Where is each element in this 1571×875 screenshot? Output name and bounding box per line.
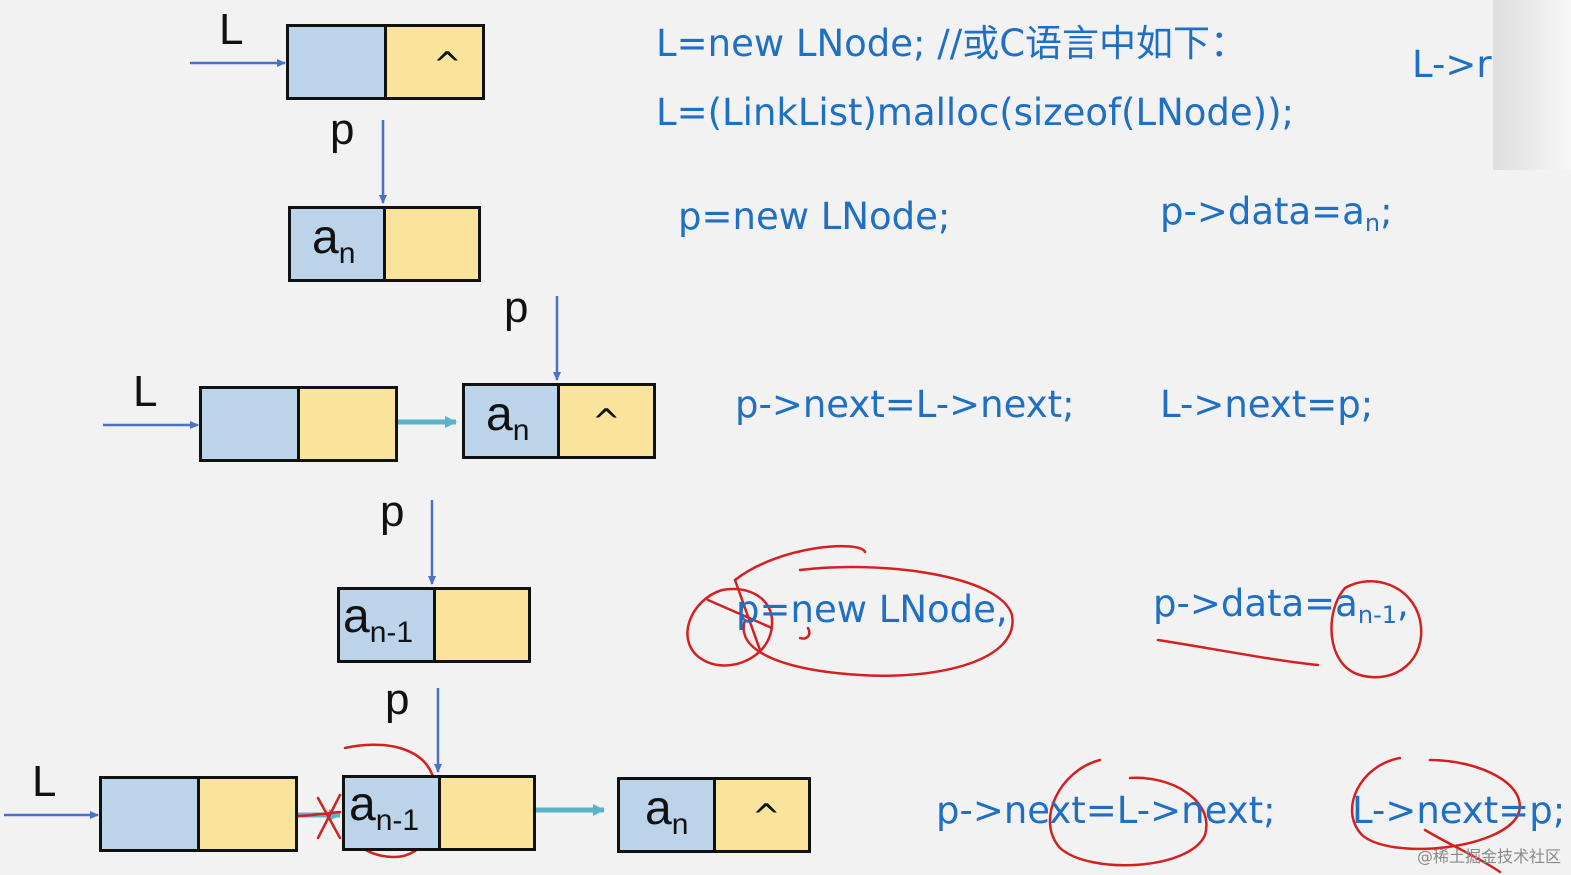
node-an-data-row3 (462, 383, 560, 459)
annotation-circle-p (686, 587, 774, 667)
annotation-underline-data (1156, 638, 1320, 667)
node-an1-value-row5: an-1 (349, 778, 420, 837)
code-line2: L=(LinkList)malloc(sizeof(LNode)); (656, 91, 1294, 134)
code-step3-a: p=new LNode, (736, 588, 1008, 631)
node-an-next-row2 (383, 206, 481, 282)
node-an-value-row2: an (312, 211, 356, 270)
node-an1-data-row5 (342, 775, 441, 851)
label-p-row4: p (380, 487, 405, 536)
node-an-next-row3 (557, 383, 656, 459)
head-node-data-row3 (199, 386, 300, 462)
null-caret-row1: ^ (433, 45, 462, 85)
code-step3-b: p->data=an-1, (1153, 582, 1409, 629)
annotation-circle-an1 (1330, 579, 1423, 679)
code-step2-a: p->next=L->next; (735, 383, 1075, 426)
annotation-circle-next-2 (1350, 756, 1521, 851)
head-node-next-row5 (197, 776, 298, 852)
video-overlay-edge (1493, 0, 1571, 170)
code-step1-b: p->data=an; (1160, 190, 1393, 237)
annotation-circle-new (733, 544, 1014, 677)
node-an-data-row2 (288, 206, 386, 282)
node-an1-data-row4 (337, 587, 436, 663)
node-an1-value-row4: an-1 (343, 590, 414, 649)
watermark: @稀土掘金技术社区 (1416, 847, 1561, 866)
head-node-data-row1 (286, 24, 387, 100)
code-step4-b: L->next=p; (1352, 789, 1566, 832)
annotation-scribble-bottom (1423, 828, 1502, 874)
code-step1-a: p=new LNode; (678, 195, 951, 238)
label-p-row1: p (330, 105, 355, 154)
code-step4-a: p->next=L->next; (936, 789, 1276, 832)
code-line1-right: L->r (1412, 43, 1492, 86)
head-node-next-row3 (297, 386, 398, 462)
code-line1: L=new LNode; //或C语言中如下： (656, 22, 1248, 65)
null-caret-row3: ^ (592, 402, 621, 442)
node-an-value-row3: an (486, 388, 530, 447)
code-step2-b: L->next=p; (1160, 383, 1374, 426)
node-an1-next-row5 (438, 775, 536, 851)
node-an1-next-row4 (433, 587, 531, 663)
head-node-next-row1 (384, 24, 485, 100)
node-an-value-row5: an (645, 782, 689, 841)
label-L-row3: L (133, 367, 158, 416)
annotation-cross-p (706, 578, 774, 652)
annotation-mark (798, 626, 811, 640)
annotation-circle-next-1 (1048, 758, 1208, 867)
label-p-row5: p (385, 675, 410, 724)
null-caret-row5: ^ (752, 797, 781, 837)
node-an-next-row5 (713, 777, 811, 853)
head-node-data-row5 (99, 776, 200, 852)
label-p-row3: p (504, 283, 529, 332)
label-L-row1: L (219, 5, 244, 54)
label-L-row5: L (32, 757, 57, 806)
